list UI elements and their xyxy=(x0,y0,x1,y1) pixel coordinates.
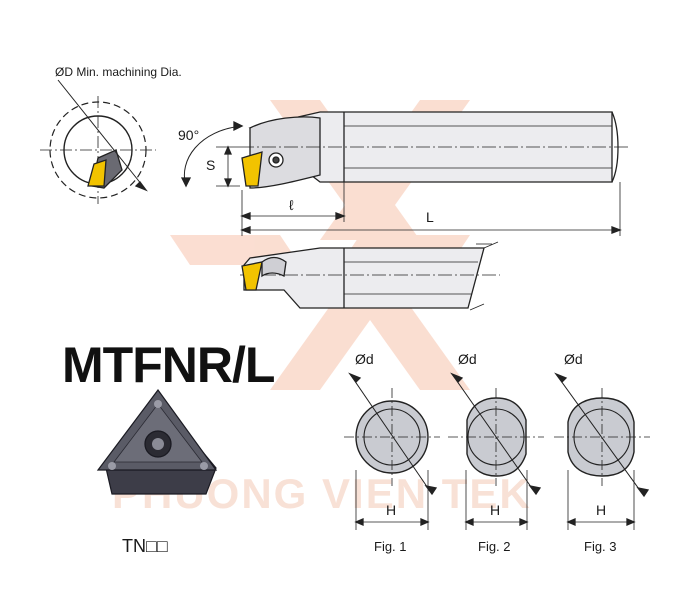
fig3-h-label: H xyxy=(596,502,607,518)
angle-label: 90° xyxy=(178,127,200,143)
l-big-dim-label: L xyxy=(426,209,434,225)
fig2-caption: Fig. 2 xyxy=(478,539,511,554)
fig3-phi-label: Ød xyxy=(564,351,583,367)
fig1-section xyxy=(344,372,440,530)
triangle-insert xyxy=(96,388,218,495)
page-title: MTFNR/L xyxy=(62,337,275,393)
fig1-caption: Fig. 1 xyxy=(374,539,407,554)
l-small-dim-label: ℓ xyxy=(289,197,294,213)
fig3-section xyxy=(554,372,650,530)
fig2-section xyxy=(448,372,544,530)
fig1-phi-label: Ød xyxy=(355,351,374,367)
fig2-phi-label: Ød xyxy=(458,351,477,367)
fig3-caption: Fig. 3 xyxy=(584,539,617,554)
s-dim-label: S xyxy=(206,157,216,173)
holder-top-view xyxy=(240,111,630,189)
min-dia-label: ØD Min. machining Dia. xyxy=(55,65,182,79)
fig1-h-label: H xyxy=(386,502,397,518)
fig2-h-label: H xyxy=(490,502,501,518)
section-view xyxy=(40,79,156,204)
insert-label: TN□□ xyxy=(122,536,168,556)
holder-side-view xyxy=(240,241,500,311)
